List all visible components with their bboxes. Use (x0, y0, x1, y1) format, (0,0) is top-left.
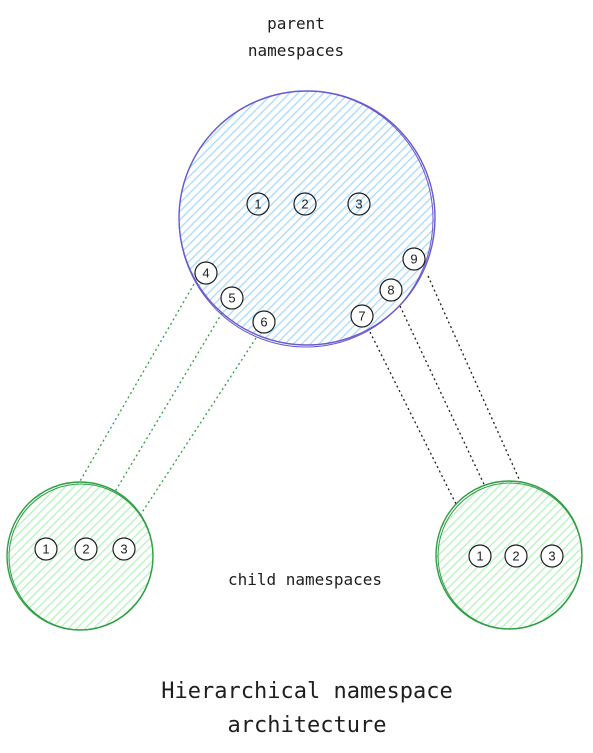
diagram-title-line2: architecture (228, 713, 387, 738)
svg-text:3: 3 (548, 549, 555, 564)
child-namespaces-label: child namespaces (228, 570, 382, 589)
parent-node-3: 3 (347, 192, 371, 216)
svg-text:5: 5 (228, 291, 235, 306)
svg-text:8: 8 (387, 283, 394, 298)
right-child-node-2: 2 (504, 544, 528, 568)
parent-node-7: 7 (350, 304, 374, 328)
svg-text:7: 7 (358, 309, 365, 324)
svg-text:2: 2 (82, 542, 89, 557)
svg-text:1: 1 (42, 542, 49, 557)
left-child-node-1: 1 (34, 537, 58, 561)
parent-namespace-circle (178, 90, 436, 348)
svg-text:1: 1 (254, 197, 261, 212)
svg-text:6: 6 (260, 315, 267, 330)
svg-text:9: 9 (410, 252, 417, 267)
parent-node-4: 4 (194, 261, 218, 285)
svg-text:3: 3 (355, 197, 362, 212)
svg-text:2: 2 (512, 549, 519, 564)
parent-node-1: 1 (246, 192, 270, 216)
svg-text:3: 3 (120, 542, 127, 557)
left-child-node-2: 2 (74, 537, 98, 561)
right-child-node-3: 3 (540, 544, 564, 568)
parent-node-2: 2 (293, 192, 317, 216)
diagram-title-line1: Hierarchical namespace (161, 679, 452, 704)
parent-label-line2: namespaces (248, 41, 344, 60)
left-child-node-3: 3 (112, 537, 136, 561)
parent-node-5: 5 (220, 286, 244, 310)
svg-text:4: 4 (202, 266, 209, 281)
link-6-left3 (123, 337, 257, 541)
parent-node-8: 8 (379, 278, 403, 302)
svg-text:2: 2 (301, 197, 308, 212)
right-child-node-1: 1 (468, 544, 492, 568)
svg-text:1: 1 (476, 549, 483, 564)
parent-node-9: 9 (402, 247, 426, 271)
parent-node-6: 6 (252, 310, 276, 334)
parent-label-line1: parent (267, 14, 325, 33)
